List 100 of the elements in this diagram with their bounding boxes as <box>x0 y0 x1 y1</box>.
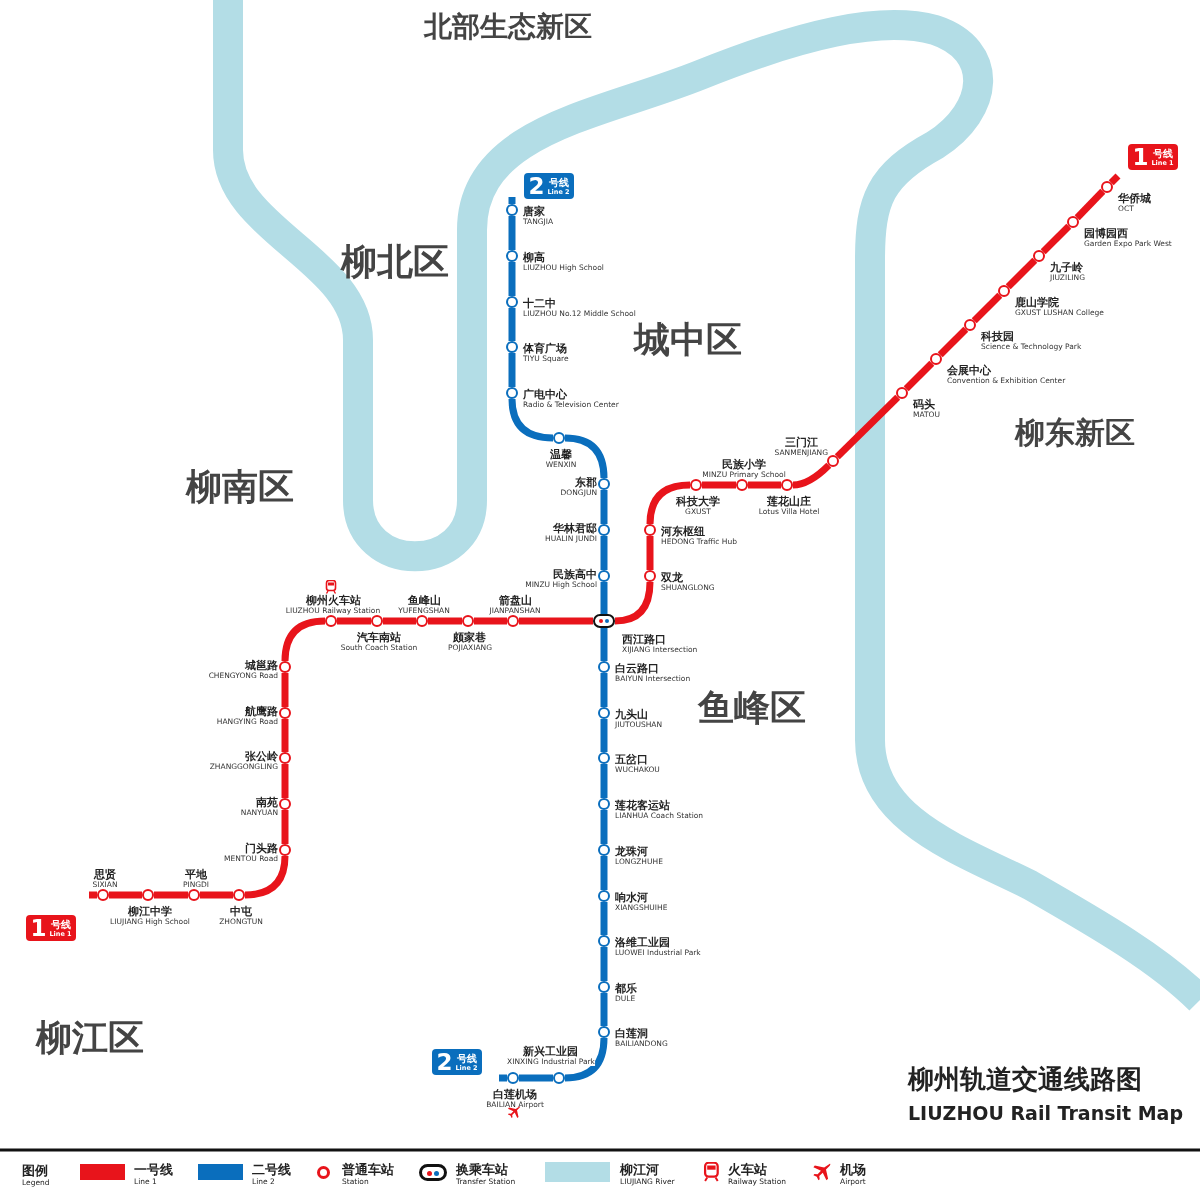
station-name: 鹿山学院 <box>1015 296 1060 308</box>
line-name: 号线 <box>50 918 71 930</box>
district-name: 城中区 <box>634 322 742 358</box>
station-name: 鱼峰山 <box>406 594 442 606</box>
line-segment <box>508 353 516 387</box>
station-name: 双龙 <box>661 571 684 583</box>
line-segment <box>519 617 593 625</box>
line-segment <box>646 481 691 525</box>
station-name: 张公岭 <box>244 750 278 762</box>
station-name: 华侨城 <box>1118 192 1151 204</box>
line-name: 号线 <box>548 176 569 188</box>
station-name: 九头山 <box>615 708 649 720</box>
line-segment <box>937 326 969 358</box>
line-segment <box>646 536 654 570</box>
station-name: 都乐 <box>615 982 637 994</box>
line-segment <box>600 673 608 707</box>
station-name: 门头路 <box>244 842 278 854</box>
line-segment <box>600 628 608 661</box>
station-name: 柳江中学 <box>127 905 173 917</box>
line-segment <box>428 617 462 625</box>
line-segment <box>508 398 554 442</box>
line-badge <box>432 1049 482 1075</box>
line-segment <box>474 617 507 625</box>
station-name: 莲花客运站 <box>615 799 671 811</box>
district-name: 柳东新区 <box>1015 418 1135 448</box>
district-name: 柳南区 <box>186 469 294 505</box>
line-segment <box>1040 223 1072 255</box>
line-segment <box>903 360 935 392</box>
line-number: 2 <box>436 1050 453 1074</box>
line-segment <box>281 673 289 707</box>
district-name: 鱼峰区 <box>698 690 806 726</box>
station-name: 柳州火车站 <box>304 594 362 606</box>
line-segment <box>600 993 608 1026</box>
station-name: 白莲机场 <box>492 1088 538 1100</box>
station-name: 龙珠河 <box>615 845 649 857</box>
line-segment <box>600 810 608 844</box>
line-segment <box>792 462 832 489</box>
station-name: 三门江 <box>783 436 819 448</box>
line-segment <box>154 891 188 899</box>
line-name: 号线 <box>1152 147 1173 159</box>
line-segment <box>600 764 608 798</box>
station-name: 柳高 <box>523 251 546 263</box>
line-segment <box>281 719 289 752</box>
station-name: 民族小学 <box>721 458 767 470</box>
station-name: 温馨 <box>549 448 573 460</box>
station-name: 园博园西 <box>1084 227 1129 239</box>
station-name: 白云路口 <box>615 662 660 674</box>
station-name: 航鹰路 <box>244 705 278 717</box>
line-segment <box>748 481 781 489</box>
line-segment <box>508 262 516 296</box>
station-name: 白莲洞 <box>615 1027 649 1039</box>
line-badge <box>26 915 76 941</box>
station-name: 洛维工业园 <box>615 936 671 948</box>
line-segment <box>564 434 608 479</box>
line-segment <box>1074 188 1106 221</box>
line-number: 1 <box>30 916 47 940</box>
line-segment <box>702 481 736 489</box>
district-name: 北部生态新区 <box>424 13 592 41</box>
line-segment <box>600 856 608 890</box>
map-subtitle: LIUZHOU Rail Transit Map <box>908 1102 1183 1124</box>
line-segment <box>508 216 516 250</box>
station-name: 城邕路 <box>244 659 278 671</box>
station-name: 箭盘山 <box>497 594 533 606</box>
district-name: 柳北区 <box>341 244 449 280</box>
station-name: 平地 <box>184 868 208 880</box>
line-number: 1 <box>1132 145 1149 169</box>
line-segment <box>281 764 289 798</box>
line-number: 2 <box>528 174 545 198</box>
line-segment <box>600 582 608 614</box>
line-segment <box>834 394 901 460</box>
station-name: 中屯 <box>229 905 253 917</box>
station-name: 码头 <box>913 398 936 410</box>
map-title: 柳州轨道交通线路图 <box>908 1064 1142 1094</box>
line-segment <box>564 1037 608 1082</box>
station-name: 五岔口 <box>615 753 649 765</box>
line-segment <box>614 581 654 625</box>
station-name: 汽车南站 <box>356 631 402 643</box>
line-segment <box>600 490 608 524</box>
line-segment <box>600 902 608 935</box>
station-name: 南苑 <box>255 796 278 808</box>
station-name: 莲花山庄 <box>766 495 812 507</box>
line-segment <box>519 1074 553 1082</box>
station-name: 西江路口 <box>622 633 667 645</box>
line-segment <box>1005 257 1038 290</box>
station-name: 民族高中 <box>552 568 597 580</box>
station-name: 唐家 <box>523 205 546 217</box>
line-segment <box>109 891 142 899</box>
line-segment <box>971 292 1003 324</box>
line-segment <box>244 855 289 899</box>
station-name: 体育广场 <box>523 342 568 354</box>
line-segment <box>600 719 608 752</box>
line-segment <box>281 810 289 844</box>
station-name: 响水河 <box>615 891 649 903</box>
line-segment <box>600 536 608 570</box>
station-name: 河东枢纽 <box>661 525 706 537</box>
line-segment <box>1108 173 1121 186</box>
station-name: 思贤 <box>92 868 118 880</box>
station-name: 广电中心 <box>523 388 568 400</box>
line-segment <box>600 947 608 981</box>
station-name: 科技大学 <box>676 495 720 507</box>
